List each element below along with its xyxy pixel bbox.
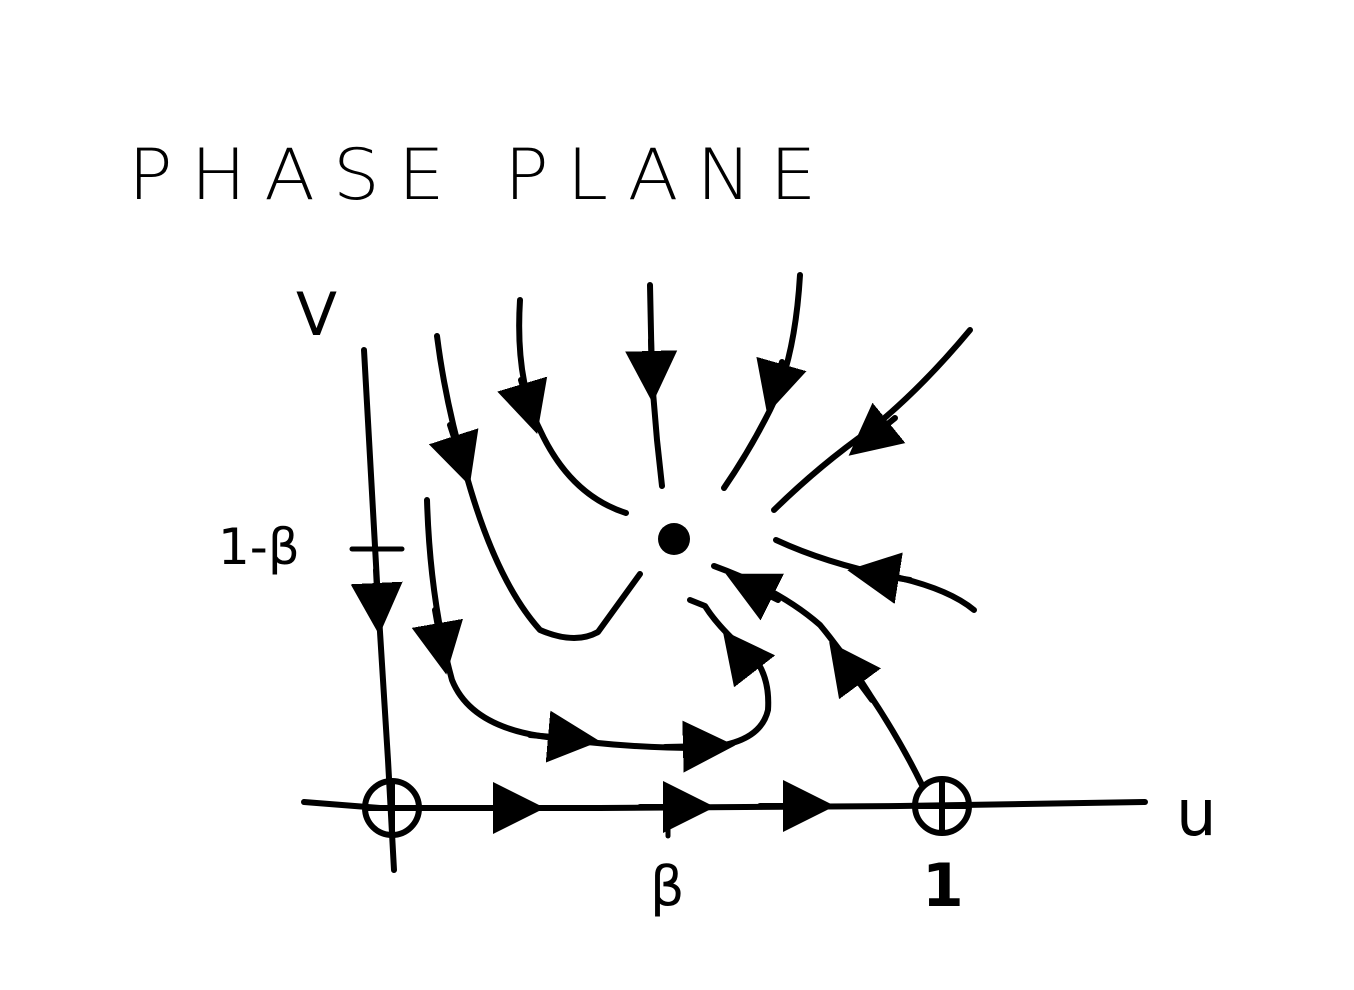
trajectory-from-one-arrow-1 xyxy=(844,662,872,703)
trajectory-from-one-arrow-2 xyxy=(748,585,778,600)
trajectory-left-hook xyxy=(434,333,643,641)
v-axis-label: V xyxy=(296,280,338,350)
trajectory-left-hook-arrow xyxy=(450,422,462,462)
trajectory-upper-left-arrow xyxy=(521,380,530,410)
origin-equilibrium-marker xyxy=(362,778,422,838)
u-tick-label-beta: β xyxy=(650,855,685,918)
trajectory-top-center-arrow xyxy=(651,337,652,378)
trajectory-upper-right xyxy=(771,327,973,513)
v-axis-arrow xyxy=(376,567,378,610)
trajectory-from-one xyxy=(711,563,925,788)
u-axis xyxy=(301,799,1148,811)
trajectory-upper-left xyxy=(516,297,629,516)
trajectory-top-right-arrow xyxy=(774,362,782,390)
trajectory-upper-right-arrow xyxy=(868,418,895,440)
trajectory-low-loop-arrow-2 xyxy=(527,735,575,739)
one-equilibrium-marker xyxy=(912,776,972,836)
trajectory-low-loop-arrow-3 xyxy=(662,746,710,747)
trajectory-top-right xyxy=(721,272,803,491)
page-title: PHASE PLANE xyxy=(128,134,835,216)
trajectory-low-loop xyxy=(424,497,772,751)
trajectory-low-loop-arrow-1 xyxy=(435,607,442,650)
u-tick-label-one: 1 xyxy=(922,851,964,921)
trajectory-top-center xyxy=(647,282,665,489)
stable-node-dot xyxy=(658,523,690,555)
trajectory-low-loop-arrow-4 xyxy=(738,650,752,668)
trajectory-right-arrow xyxy=(872,574,913,580)
u-axis-label: u xyxy=(1176,777,1217,851)
v-tick-label-one-minus-beta: 1-β xyxy=(218,518,300,576)
